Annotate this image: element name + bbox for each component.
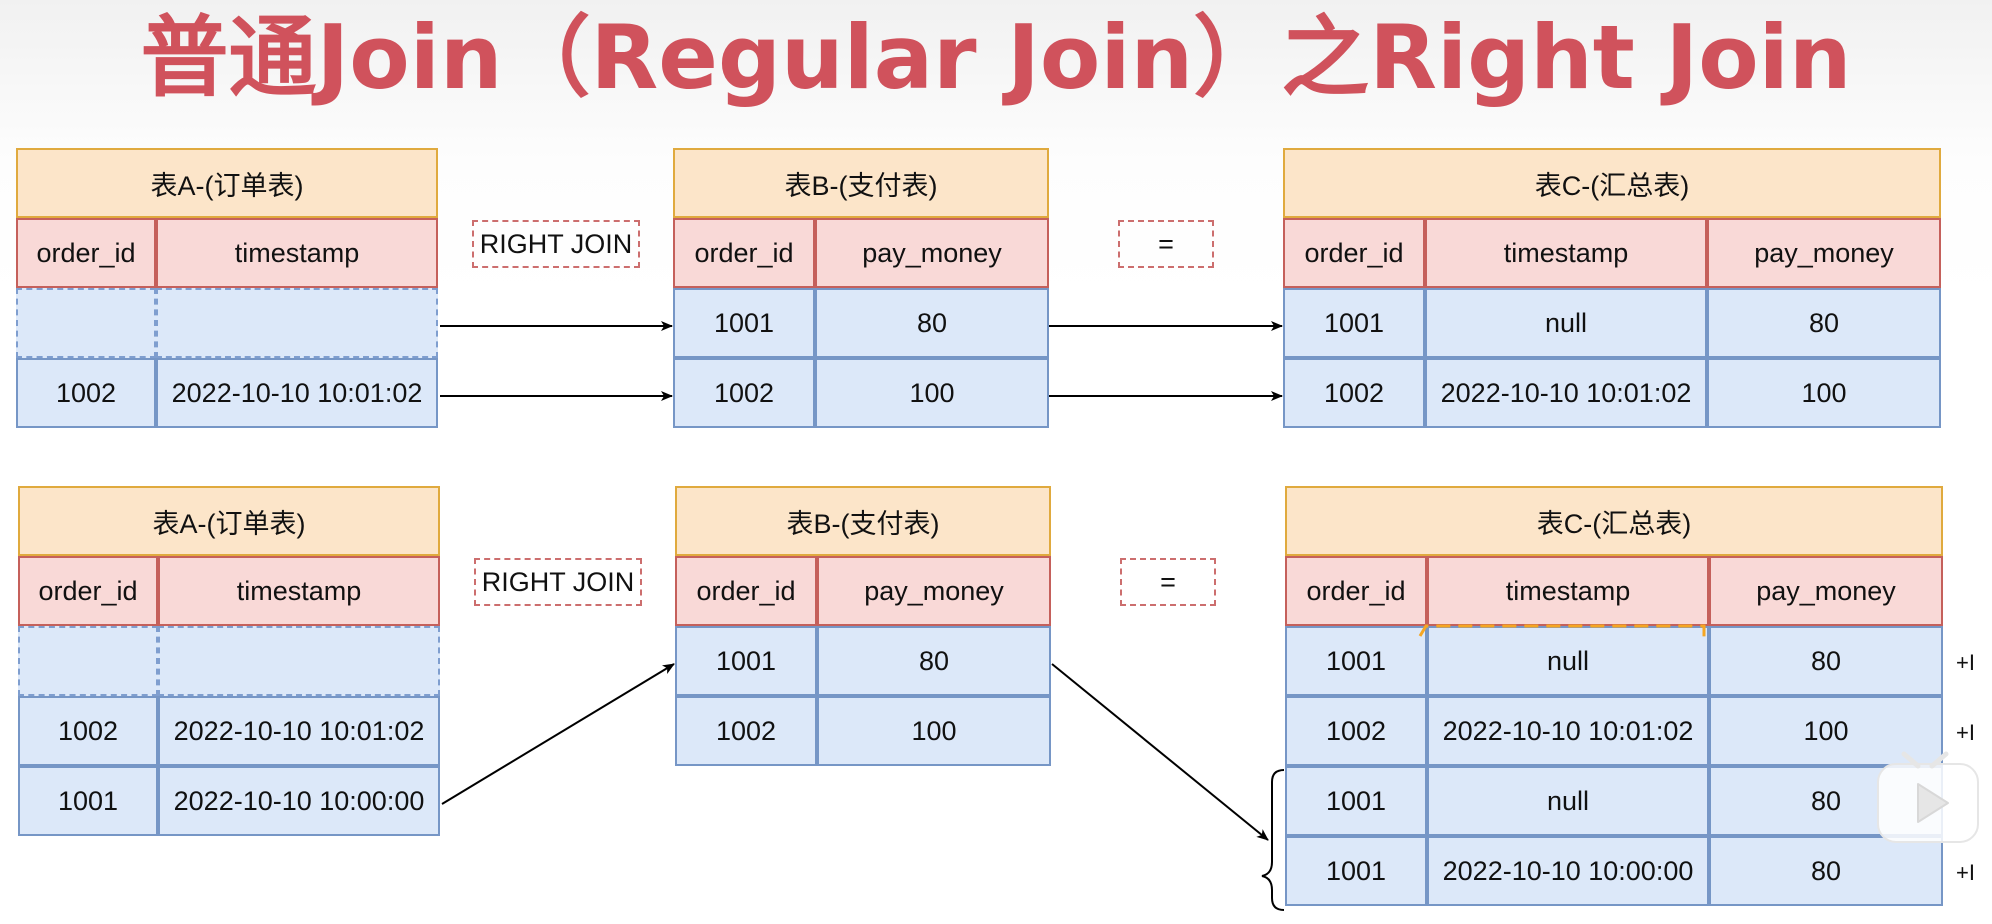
table-cell: 1001 bbox=[1285, 766, 1427, 836]
table-cell: 80 bbox=[1709, 626, 1943, 696]
table-cell: 80 bbox=[1707, 288, 1941, 358]
column-header: pay_money bbox=[815, 218, 1049, 288]
equals-label-top: = bbox=[1118, 220, 1214, 268]
retraction-highlight bbox=[1418, 624, 1706, 640]
table-cell: 2022-10-10 10:00:00 bbox=[158, 766, 440, 836]
table-cell: 1001 bbox=[1283, 288, 1425, 358]
column-header: timestamp bbox=[158, 556, 440, 626]
table-cell: null bbox=[1427, 626, 1709, 696]
table-cell: 1001 bbox=[18, 766, 158, 836]
right-join-label-bottom: RIGHT JOIN bbox=[474, 558, 642, 606]
table-cell: 1001 bbox=[673, 288, 815, 358]
table-cell: 1002 bbox=[18, 696, 158, 766]
table-cell: 80 bbox=[817, 626, 1051, 696]
table-cell: 1002 bbox=[1285, 696, 1427, 766]
column-header: pay_money bbox=[1709, 556, 1943, 626]
table-cell: 2022-10-10 10:01:02 bbox=[1427, 696, 1709, 766]
row-marker-1: +I bbox=[1956, 650, 1975, 675]
arrow-bottom-a-to-b bbox=[441, 663, 675, 805]
result-group-brace bbox=[1261, 769, 1285, 911]
column-header: order_id bbox=[1283, 218, 1425, 288]
empty-cell bbox=[156, 288, 438, 358]
row-marker-4: +I bbox=[1956, 860, 1975, 885]
video-play-watermark-icon bbox=[1877, 751, 1979, 843]
table-title: 表C-(汇总表) bbox=[1285, 486, 1943, 556]
empty-cell bbox=[18, 626, 158, 696]
column-header: pay_money bbox=[817, 556, 1051, 626]
column-header: order_id bbox=[1285, 556, 1427, 626]
page-title: 普通Join（Regular Join）之Right Join bbox=[140, 6, 1852, 109]
table-cell: 1002 bbox=[675, 696, 817, 766]
table-cell: 1001 bbox=[675, 626, 817, 696]
table-title: 表C-(汇总表) bbox=[1283, 148, 1941, 218]
table-cell: 1002 bbox=[16, 358, 156, 428]
table-cell: 1001 bbox=[1285, 836, 1427, 906]
empty-cell bbox=[158, 626, 440, 696]
column-header: order_id bbox=[18, 556, 158, 626]
table-cell: null bbox=[1425, 288, 1707, 358]
table-title: 表A-(订单表) bbox=[16, 148, 438, 218]
column-header: timestamp bbox=[156, 218, 438, 288]
table-cell: 2022-10-10 10:01:02 bbox=[1425, 358, 1707, 428]
empty-cell bbox=[16, 288, 156, 358]
table-title: 表B-(支付表) bbox=[673, 148, 1049, 218]
column-header: order_id bbox=[16, 218, 156, 288]
row-marker-2: +I bbox=[1956, 720, 1975, 745]
column-header: timestamp bbox=[1425, 218, 1707, 288]
table-cell: 80 bbox=[815, 288, 1049, 358]
equals-label-bottom: = bbox=[1120, 558, 1216, 606]
table-cell: 100 bbox=[1707, 358, 1941, 428]
table-cell: 1002 bbox=[1283, 358, 1425, 428]
table-cell: 1002 bbox=[673, 358, 815, 428]
table-cell: 2022-10-10 10:00:00 bbox=[1427, 836, 1709, 906]
column-header: timestamp bbox=[1427, 556, 1709, 626]
right-join-label-top: RIGHT JOIN bbox=[472, 220, 640, 268]
table-title: 表A-(订单表) bbox=[18, 486, 440, 556]
column-header: order_id bbox=[675, 556, 817, 626]
arrow-bottom-b-to-c bbox=[1051, 663, 1269, 841]
table-title: 表B-(支付表) bbox=[675, 486, 1051, 556]
table-cell: 2022-10-10 10:01:02 bbox=[158, 696, 440, 766]
table-cell: null bbox=[1427, 766, 1709, 836]
table-cell: 100 bbox=[817, 696, 1051, 766]
table-cell: 80 bbox=[1709, 836, 1943, 906]
column-header: pay_money bbox=[1707, 218, 1941, 288]
table-cell: 100 bbox=[815, 358, 1049, 428]
table-cell: 1001 bbox=[1285, 626, 1427, 696]
column-header: order_id bbox=[673, 218, 815, 288]
table-cell: 2022-10-10 10:01:02 bbox=[156, 358, 438, 428]
